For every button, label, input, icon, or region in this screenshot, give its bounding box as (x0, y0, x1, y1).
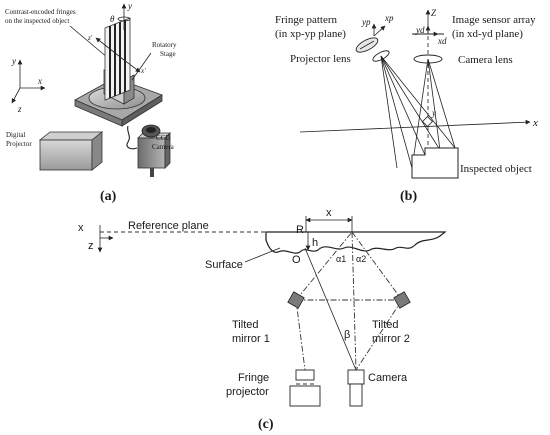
surface-profile (265, 231, 447, 254)
x-axis (299, 119, 531, 133)
camera-label: Camera (368, 372, 408, 384)
sensor-array-line1: Image sensor array (452, 14, 536, 26)
x-dimension-label: x (326, 207, 332, 219)
mirror1-line1: Tilted (232, 319, 259, 331)
projector-label-line1: Digital (6, 131, 25, 139)
panel-c: x z Reference plane Surface x R h O α1 α… (78, 207, 447, 432)
reference-plane-label: Reference plane (128, 220, 209, 232)
yp-label: yp (361, 17, 371, 27)
tilted-mirror-1 (287, 291, 305, 309)
x-label: x (532, 117, 538, 129)
fringe-pattern-line2: (in xp-yp plane) (275, 28, 346, 40)
camera-cable (126, 125, 138, 150)
inspected-object-shape (411, 147, 459, 179)
inspected-object-label: Inspected object (460, 163, 532, 175)
ccd-camera (137, 124, 171, 177)
alpha1-label: α1 (336, 254, 346, 264)
y-label: y (431, 108, 436, 118)
z-label: Z (431, 8, 437, 18)
digital-projector (38, 131, 104, 171)
panel-a-axes: y x z (11, 56, 46, 114)
mirror2-line2: mirror 2 (372, 333, 410, 345)
panel-b: yp xp Fringe pattern (in xp-yp plane) Pr… (275, 8, 538, 204)
fringe-note-line1: Contrast-encoded fringes (5, 8, 76, 16)
axis-x-prime-label: x' (140, 67, 146, 75)
panel-a: y x z Contrast-encoded fringes on the in… (5, 1, 177, 204)
projector-line1: Fringe (238, 372, 269, 384)
stage-label-line1: Rotatory (152, 41, 177, 49)
yd-label: yd (415, 25, 425, 35)
tilted-mirror-2 (393, 291, 411, 309)
camera-lens-label: Camera lens (458, 54, 513, 66)
xd-label: xd (437, 36, 447, 46)
mirror2-line1: Tilted (372, 319, 399, 331)
axis-z-prime-label: z' (87, 34, 93, 42)
camera-label-line1: CCD (156, 134, 170, 142)
camera (347, 369, 365, 407)
sensor-array-line2: (in xd-yd plane) (452, 28, 523, 40)
axis-y-label: y (11, 56, 16, 66)
fringe-projector (289, 369, 321, 407)
R-label: R (296, 224, 304, 236)
axis-z-label: z (17, 104, 22, 114)
projector-label-line2: Projector (6, 140, 32, 148)
fringe-note-line2: on the inspected object (5, 17, 69, 25)
camera-label-line2: Camera (152, 143, 175, 151)
h-label: h (312, 237, 318, 249)
x-top-label: x (78, 222, 84, 234)
projector-line2: projector (226, 386, 269, 398)
fringe-leader-line (69, 25, 109, 59)
fringe-pattern-line1: Fringe pattern (275, 14, 338, 26)
fringe-plate (104, 17, 131, 101)
beta-label: β (344, 329, 350, 341)
camera-rays (411, 58, 456, 169)
axis-x-label: x (37, 76, 42, 86)
O-label: O (292, 254, 301, 266)
projector-lens-label: Projector lens (290, 53, 351, 65)
caption-b: (b) (400, 189, 417, 204)
alpha2-label: α2 (356, 254, 366, 264)
optical-paths (295, 231, 403, 371)
surface-label: Surface (205, 259, 243, 271)
theta-label: θ (110, 14, 115, 24)
xp-label: xp (384, 13, 394, 23)
z-label: z (88, 240, 94, 252)
caption-c: (c) (258, 417, 274, 432)
mirror1-line2: mirror 1 (232, 333, 270, 345)
stage-label-line2: Stage (160, 50, 176, 58)
caption-a: (a) (100, 189, 117, 204)
projection-rays (380, 55, 456, 169)
axis-y-top-label: y (127, 1, 132, 11)
